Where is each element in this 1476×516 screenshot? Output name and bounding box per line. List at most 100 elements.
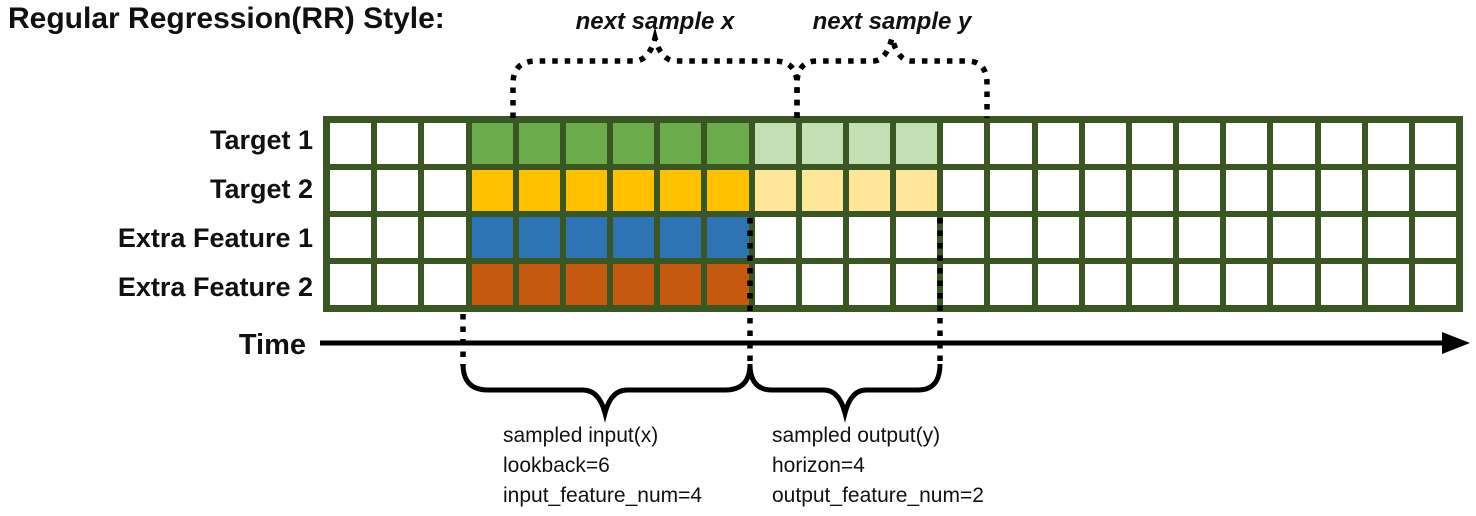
input-feature-num-value: input_feature_num=4 <box>503 484 703 507</box>
grid-cell <box>1037 217 1079 258</box>
grid-cell <box>990 123 1032 164</box>
grid-cell <box>707 123 749 164</box>
grid-cell <box>1084 264 1126 305</box>
output-feature-num-value: output_feature_num=2 <box>772 484 984 507</box>
grid-cell <box>1037 170 1079 211</box>
grid-cell <box>1131 170 1173 211</box>
grid-cell <box>518 217 560 258</box>
grid-cell <box>1226 264 1268 305</box>
grid-cell <box>1414 123 1456 164</box>
grid-cell <box>424 123 466 164</box>
lookback-value: lookback=6 <box>503 454 610 477</box>
time-axis-label: Time <box>238 329 306 361</box>
grid-cell <box>801 217 843 258</box>
grid-cell <box>1179 123 1221 164</box>
grid-cell <box>801 170 843 211</box>
grid-cell <box>1273 123 1315 164</box>
sampled-output-title: sampled output(y) <box>772 424 941 447</box>
grid-cell <box>1320 170 1362 211</box>
grid-cell <box>754 123 796 164</box>
grid-cell <box>1226 123 1268 164</box>
grid-cell <box>1273 264 1315 305</box>
grid-cell <box>1179 217 1221 258</box>
grid-cell <box>1226 170 1268 211</box>
grid-cell <box>943 123 985 164</box>
grid-cell <box>660 123 702 164</box>
grid-cell <box>1367 264 1409 305</box>
grid-cell <box>518 264 560 305</box>
grid-cell <box>424 264 466 305</box>
next-sample-x-brace <box>510 27 800 118</box>
grid-cell <box>943 217 985 258</box>
grid-cell <box>1414 264 1456 305</box>
sampled-output-annotation: sampled output(y) horizon=4 output_featu… <box>772 421 984 511</box>
grid-cell <box>1414 217 1456 258</box>
grid-cell <box>1273 170 1315 211</box>
grid-cell <box>1084 123 1126 164</box>
grid-cell <box>1131 123 1173 164</box>
grid-cell <box>1131 217 1173 258</box>
grid-cell <box>896 264 938 305</box>
grid-cell <box>565 217 607 258</box>
grid-cell <box>1037 123 1079 164</box>
grid-cell <box>707 264 749 305</box>
grid-cell <box>613 123 655 164</box>
grid-cell <box>754 170 796 211</box>
grid-cell <box>943 170 985 211</box>
grid-cell <box>565 170 607 211</box>
grid-cell <box>1320 123 1362 164</box>
grid-cell <box>1320 264 1362 305</box>
grid-cell <box>1179 264 1221 305</box>
grid-cell <box>990 217 1032 258</box>
grid-cell <box>1037 264 1079 305</box>
grid-cell <box>613 217 655 258</box>
grid-cell <box>377 123 419 164</box>
grid-cell <box>1084 217 1126 258</box>
grid-cell <box>377 264 419 305</box>
grid-cell <box>377 217 419 258</box>
grid-cell <box>660 170 702 211</box>
row-label-target-1: Target 1 <box>209 125 313 155</box>
grid-cell <box>471 217 513 258</box>
sampled-input-brace <box>460 363 753 423</box>
grid-cell <box>754 217 796 258</box>
grid-cell <box>613 264 655 305</box>
sampled-output-brace <box>747 363 943 423</box>
next-sample-y-brace <box>794 27 990 118</box>
grid-cell <box>707 217 749 258</box>
row-label-extra-feature-2: Extra Feature 2 <box>117 272 313 302</box>
grid-cell <box>1179 170 1221 211</box>
next-sample-x-label: next sample x <box>575 8 735 35</box>
grid-cell <box>1367 217 1409 258</box>
grid-cell <box>801 123 843 164</box>
grid-cell <box>943 264 985 305</box>
grid-cell <box>1273 217 1315 258</box>
grid-cell <box>565 264 607 305</box>
grid-cell <box>471 264 513 305</box>
grid-cell <box>471 170 513 211</box>
grid-cell <box>848 264 890 305</box>
grid-cell <box>660 217 702 258</box>
grid-cell <box>1367 170 1409 211</box>
grid-cell <box>801 264 843 305</box>
sampled-input-title: sampled input(x) <box>503 424 659 447</box>
grid-cell <box>848 217 890 258</box>
grid-cell <box>1320 217 1362 258</box>
grid-cell <box>613 170 655 211</box>
grid-cell <box>707 170 749 211</box>
grid-cell <box>990 170 1032 211</box>
grid-cell <box>377 170 419 211</box>
grid-cell <box>330 217 372 258</box>
row-label-extra-feature-1: Extra Feature 1 <box>117 223 313 253</box>
next-sample-y-label: next sample y <box>812 8 972 35</box>
grid-cell <box>1367 123 1409 164</box>
grid-cell <box>896 217 938 258</box>
grid-cell <box>990 264 1032 305</box>
row-label-target-2: Target 2 <box>209 174 313 204</box>
grid-cell <box>1131 264 1173 305</box>
grid-cell <box>660 264 702 305</box>
grid-cell <box>330 123 372 164</box>
grid-cell <box>896 123 938 164</box>
grid-cell <box>848 170 890 211</box>
